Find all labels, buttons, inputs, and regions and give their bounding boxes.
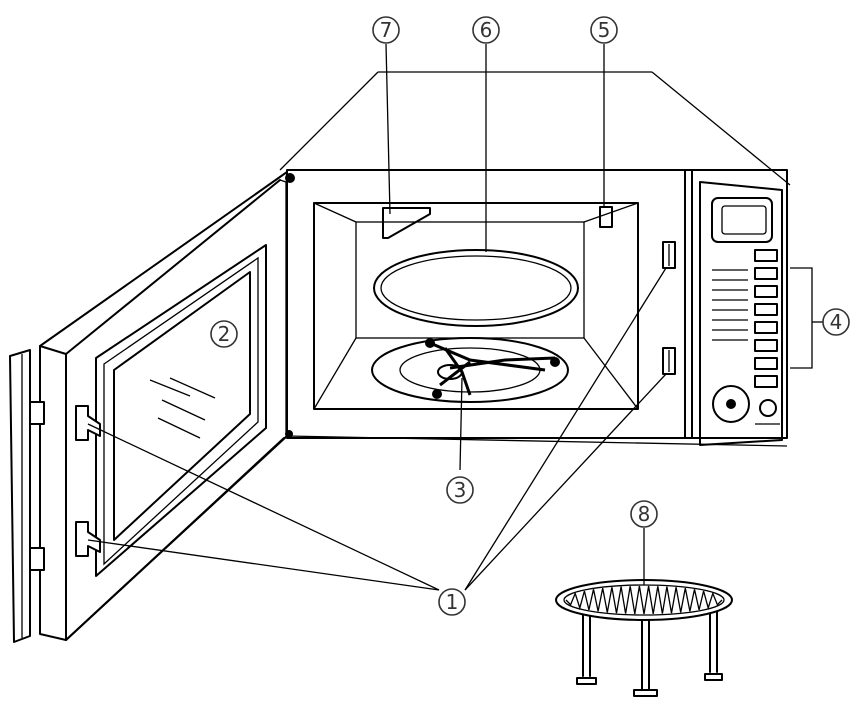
oven-cavity (313, 202, 639, 410)
glass-tray (373, 249, 579, 327)
door-latch-holes (662, 241, 676, 375)
cavity-light-window (599, 206, 613, 228)
callout-6: 6 (472, 16, 500, 44)
waveguide-cover (382, 207, 431, 239)
svg-text:7: 7 (380, 18, 393, 42)
control-panel (699, 181, 783, 446)
svg-text:5: 5 (598, 18, 611, 42)
callout-3: 3 (446, 476, 474, 504)
callout-7: 7 (372, 16, 400, 44)
door-window (95, 244, 267, 577)
svg-text:4: 4 (830, 310, 843, 334)
roller-ring (371, 337, 569, 403)
callout-8: 8 (630, 500, 658, 528)
svg-text:8: 8 (638, 502, 651, 526)
door-latch-hooks (75, 405, 101, 557)
svg-text:3: 3 (454, 478, 467, 502)
callout-4: 4 (822, 308, 850, 336)
svg-text:2: 2 (218, 322, 231, 346)
control-panel-bracket (790, 267, 813, 369)
grill-rack-hatch (565, 585, 723, 615)
callout-5: 5 (590, 16, 618, 44)
svg-text:1: 1 (446, 590, 459, 614)
svg-text:6: 6 (480, 18, 493, 42)
grill-rack (555, 579, 733, 697)
door-handle (9, 349, 45, 643)
callout-2: 2 (210, 320, 238, 348)
perspective-lines (279, 71, 791, 186)
callout-1: 1 (438, 588, 466, 616)
leader-lines (87, 43, 823, 591)
